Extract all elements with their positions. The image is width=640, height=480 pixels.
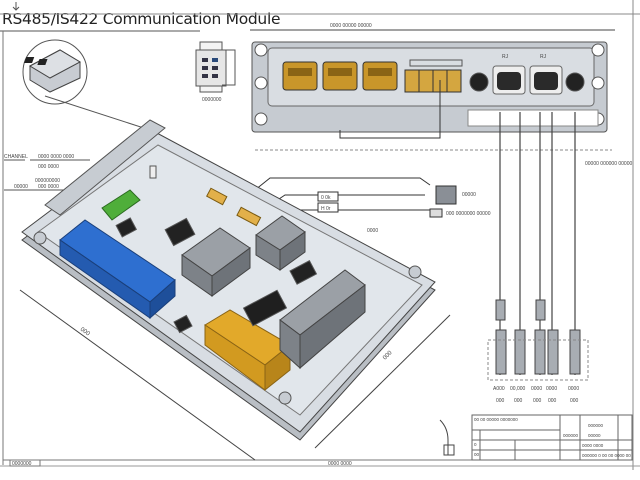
blue-terminal-block <box>59 219 176 320</box>
front-panel-view: 0000 00000 00000 <box>250 23 615 151</box>
round-connector-1: RJ <box>492 54 526 95</box>
svg-text:A000: A000 <box>493 386 505 392</box>
led-indicator-1 <box>469 72 489 92</box>
mount-hole-3 <box>408 265 422 279</box>
dimension-line-left <box>19 289 256 461</box>
svg-text:0000000: 0000000 <box>12 461 32 467</box>
arrow-down-icon <box>12 2 20 11</box>
ic-chip-1 <box>164 217 196 247</box>
top-dimension-label: 0000 00000 00000 <box>330 23 372 29</box>
svg-text:000000: 000000 <box>588 423 604 428</box>
capacitor-2 <box>236 206 262 227</box>
callout-box-1 <box>317 191 339 202</box>
ic-chip-main <box>242 289 288 327</box>
rj45-port-3 <box>362 61 398 91</box>
svg-text:000: 000 <box>496 398 505 404</box>
svg-text:000: 000 <box>514 398 523 404</box>
title-block-text: 00 00 00000 0000000 0 00 000000 00000 00… <box>474 417 631 458</box>
rj-label-1: RJ <box>502 54 509 60</box>
mount-hole-1 <box>33 231 47 245</box>
relay-component: 000 0000000 00000 <box>429 208 491 218</box>
svg-text:CHANNEL: CHANNEL <box>4 154 28 160</box>
led-component <box>149 165 157 179</box>
ground-symbol <box>439 419 455 456</box>
terminal-strip <box>404 59 463 93</box>
relay-block-3 <box>279 269 366 370</box>
callout-box-2-label: H 0r <box>321 206 331 212</box>
cable-note: 0000 <box>367 228 378 234</box>
svg-text:0: 0 <box>474 442 477 447</box>
svg-text:000 0000: 000 0000 <box>38 184 59 190</box>
svg-text:00 00 00000 0000000: 00 00 00000 0000000 <box>474 417 518 422</box>
fuse-component: 00000 <box>435 185 476 205</box>
callout-box-2 <box>317 202 339 213</box>
ic-chip-3 <box>289 259 318 285</box>
svg-text:00,000: 00,000 <box>510 386 526 392</box>
svg-text:000000000: 000000000 <box>35 178 60 184</box>
right-top-note: 00000 000000 00000 <box>585 161 632 167</box>
svg-text:000000 0 00 00 0000 00: 000000 0 00 00 0000 00 <box>582 453 631 458</box>
svg-text:000: 000 <box>548 398 557 404</box>
svg-text:0000 0000 0000: 0000 0000 0000 <box>38 154 74 160</box>
dim-bottom-left: 000 <box>79 327 91 338</box>
svg-text:0000: 0000 <box>568 386 579 392</box>
capacitor-1 <box>206 187 228 206</box>
detail-circle <box>22 39 151 131</box>
led-indicator-2 <box>565 72 585 92</box>
round-connector-2: RJ <box>529 54 563 95</box>
svg-text:0000 0000: 0000 0000 <box>328 461 352 467</box>
svg-text:000000: 000000 <box>563 433 579 438</box>
footer: 0000000 0000 0000 <box>9 459 352 467</box>
mount-hole-2 <box>278 391 292 405</box>
svg-text:000: 000 <box>570 398 579 404</box>
svg-text:000: 000 <box>533 398 542 404</box>
svg-text:000 0000000 00000: 000 0000000 00000 <box>446 211 491 217</box>
svg-text:00000: 00000 <box>588 433 601 438</box>
relay-block-2 <box>255 215 306 271</box>
rj45-port-2 <box>322 61 358 91</box>
cable-plugs <box>495 299 581 375</box>
svg-text:0000: 0000 <box>546 386 557 392</box>
part-label: 0000000 <box>202 97 222 103</box>
svg-text:0000: 0000 <box>531 386 542 392</box>
dimension-line-right <box>314 314 451 449</box>
title-block <box>471 414 633 461</box>
svg-text:000 0000: 000 0000 <box>38 164 59 170</box>
yellow-terminal-block <box>204 309 291 392</box>
rj45-port-1 <box>282 61 318 91</box>
svg-text:00000: 00000 <box>14 184 28 190</box>
side-rail <box>44 119 166 216</box>
svg-text:00000: 00000 <box>462 192 476 198</box>
green-terminal-block <box>101 189 141 221</box>
svg-text:0000 0000: 0000 0000 <box>582 443 604 448</box>
relay-block-1 <box>181 227 251 297</box>
enclosure-3d-view: 000 000 <box>19 119 451 461</box>
connector-front-view: 0000000 <box>195 41 236 103</box>
rj-label-2: RJ <box>540 54 547 60</box>
ic-chip-4 <box>173 314 193 334</box>
dim-bottom-right: 000 <box>382 350 394 362</box>
ic-chip-2 <box>115 217 138 238</box>
connector-name-labels: A000 00,000 0000 0000 0000 000 000 000 0… <box>493 386 579 404</box>
callout-box-1-label: 0 0k <box>321 195 331 201</box>
svg-text:00: 00 <box>474 452 480 457</box>
